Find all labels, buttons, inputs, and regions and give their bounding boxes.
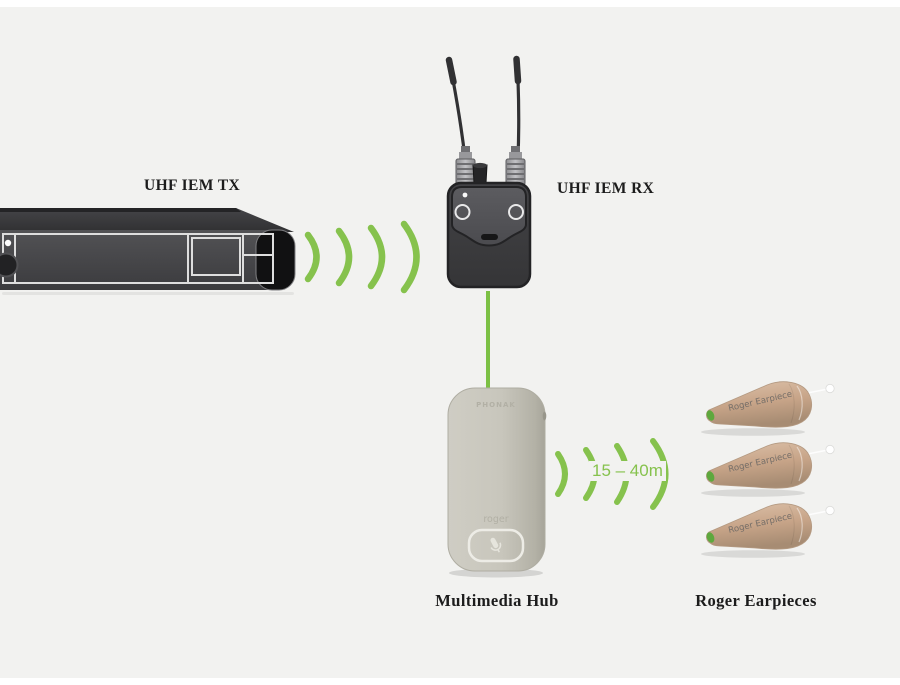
signal-arc-4 (400, 220, 420, 294)
rx-jack-right-icon (508, 204, 524, 220)
uhf-iem-tx-device (0, 208, 296, 295)
diagram-background (0, 7, 900, 678)
rack-top-surface (0, 208, 294, 232)
earpiece-shape (701, 381, 835, 436)
antenna-left-icon (445, 56, 467, 159)
multimedia-hub-device: PHONAK roger (447, 387, 547, 578)
signal-arc-3 (367, 224, 386, 290)
antenna-connector-left (455, 146, 476, 186)
hub-side-button (542, 411, 547, 421)
earpieces-label: Roger Earpieces (695, 591, 817, 610)
signal-arc-1 (304, 231, 320, 283)
range-label: 15 – 40m (589, 461, 666, 481)
hub-subbrand-text: roger (483, 514, 508, 525)
antenna-right-icon (513, 55, 522, 159)
volume-knob-icon (0, 252, 19, 278)
hub-brand-text: PHONAK (476, 401, 516, 409)
rx-jack-left-icon (454, 204, 471, 220)
signal-arc-1 (555, 451, 568, 497)
hub-body (447, 387, 546, 572)
earpiece-shape (701, 442, 835, 497)
earpiece-green-tip (706, 410, 715, 421)
retrieval-ball-icon (825, 444, 835, 455)
roger-earpiece-2: Roger Earpiece (701, 442, 835, 497)
earpiece-green-tip (706, 471, 715, 482)
rx-led-icon (462, 192, 468, 198)
power-led-icon (4, 239, 12, 247)
retrieval-ball-icon (825, 505, 835, 516)
retrieval-ball-icon (825, 383, 835, 394)
rack-shadow (2, 292, 294, 295)
rack-back-edge (0, 208, 241, 212)
rack-display-panel (191, 237, 241, 276)
antenna-connector-right (505, 146, 526, 186)
microphone-icon (490, 537, 502, 553)
signal-arc-2 (335, 227, 353, 287)
wireless-signal-tx-to-rx-icon (304, 220, 420, 294)
rack-end-cap (255, 229, 296, 291)
rx-label: UHF IEM RX (557, 180, 655, 197)
uhf-iem-rx-device (445, 55, 532, 289)
roger-earpiece-3: Roger Earpiece (701, 503, 835, 558)
audio-cable-rx-to-hub (486, 291, 490, 390)
tuning-knob-icon (472, 162, 488, 184)
rx-top-panel (451, 186, 527, 247)
hub-mic-button (467, 528, 525, 563)
roger-earpiece-1: Roger Earpiece (701, 381, 835, 436)
tx-label: UHF IEM TX (144, 177, 241, 194)
rack-front-face (0, 230, 280, 290)
earpiece-shape (701, 503, 835, 558)
earpiece-green-tip (706, 532, 715, 543)
hub-label: Multimedia Hub (435, 591, 559, 610)
rx-clip-slot (481, 234, 498, 240)
